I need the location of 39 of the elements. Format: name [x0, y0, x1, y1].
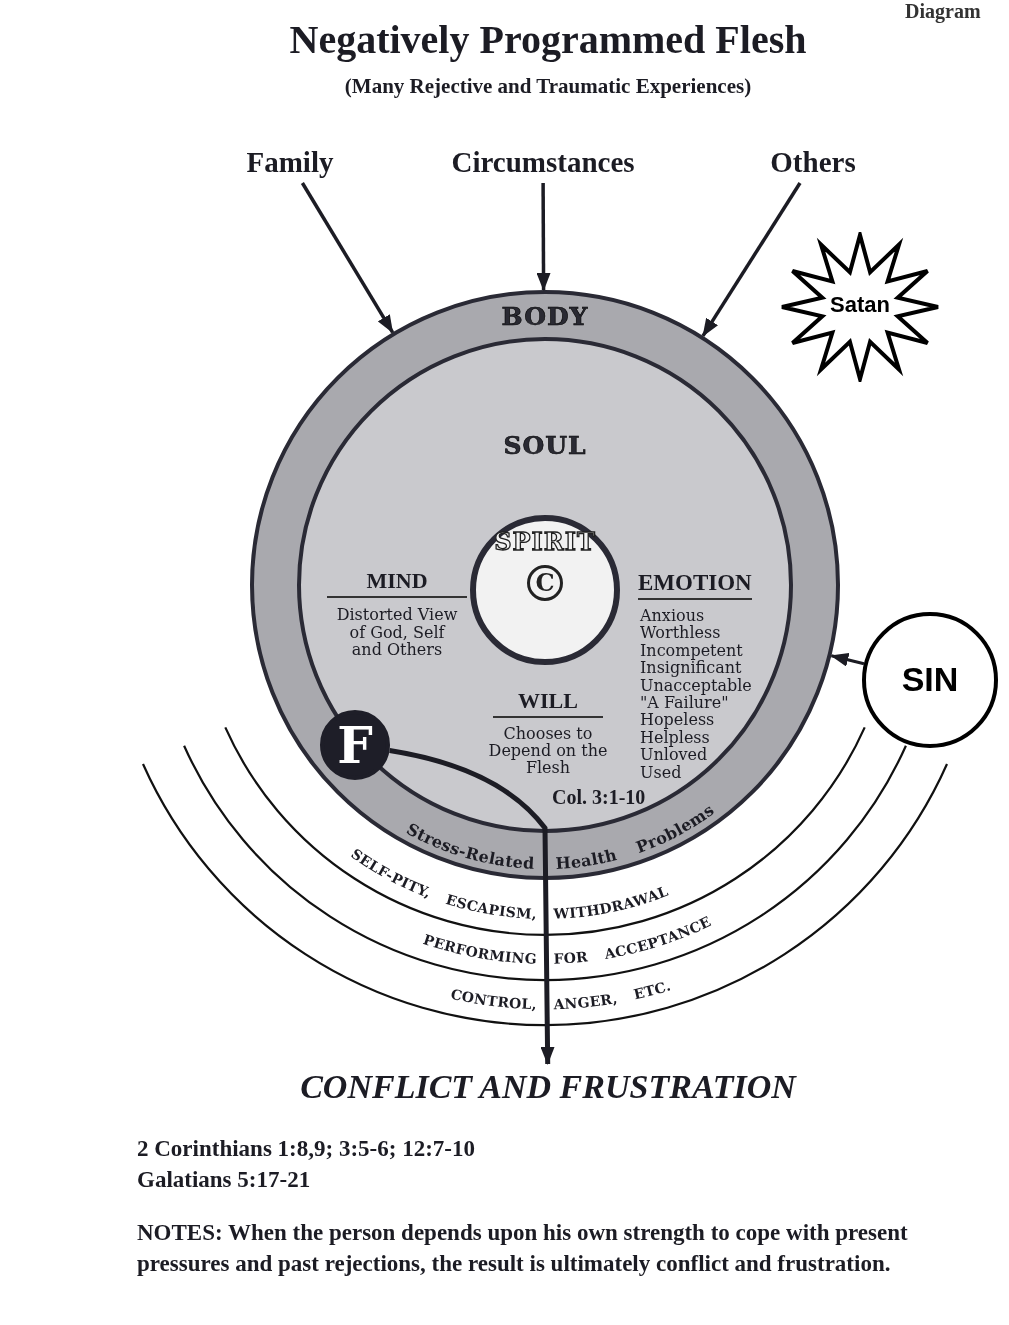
circled-letter: C — [527, 565, 563, 601]
starburst — [780, 232, 940, 382]
arrow — [701, 182, 802, 337]
source-label: CONFLICT AND FRUSTRATION — [200, 1068, 896, 1106]
section-heading: MIND — [327, 568, 467, 598]
node-label: Satan — [829, 292, 891, 318]
text-label: (Many Rejective and Traumatic Experiences) — [343, 74, 753, 99]
arrow — [389, 748, 555, 1065]
text-label: Insignificant — [640, 659, 742, 677]
section-heading: WILL — [493, 688, 603, 718]
text-label: NOTES: When the person depends upon his own strength to cope with present pressures and past rejections, the result is ultimately conflict and frustration. — [137, 1219, 909, 1278]
text-label: Worthless — [640, 624, 721, 642]
arrow — [536, 183, 551, 291]
text-label: Galatians 5:17-21 — [137, 1167, 311, 1193]
text-label: Used — [640, 763, 682, 781]
text-label: 2 Corinthians 1:8,9; 3:5-6; 12:7-10 — [137, 1136, 475, 1162]
node-label: SIN — [900, 660, 960, 699]
text-label: "A Failure" — [640, 694, 729, 711]
ring-label: SOUL — [502, 431, 588, 460]
source-label: Circumstances — [403, 146, 683, 179]
node-label: F — [336, 716, 374, 775]
text-label: Hopeless — [640, 711, 715, 729]
source-label: Others — [713, 146, 913, 179]
arrow — [300, 182, 395, 334]
arc-text: CONTROL, ANGER, ETC. — [449, 977, 673, 1013]
ring-label: SPIRIT — [493, 527, 597, 556]
title: Negatively Programmed Flesh — [288, 16, 808, 63]
arrow — [830, 652, 865, 667]
source-label: Family — [190, 146, 390, 179]
text-label: Anxious — [640, 607, 705, 624]
text-label: Incompetent — [640, 641, 743, 659]
text-label: Distorted View of God, Self and Others — [335, 606, 459, 659]
ring-label: BODY — [500, 302, 590, 331]
text-label: Chooses to Depend on the Flesh — [488, 725, 608, 776]
section-heading: EMOTION — [638, 570, 752, 600]
text-label: Helpless — [640, 728, 710, 746]
text-label: Diagram — [905, 0, 981, 23]
text-label: Unacceptable — [640, 676, 752, 694]
text-label: Unloved — [640, 746, 708, 764]
